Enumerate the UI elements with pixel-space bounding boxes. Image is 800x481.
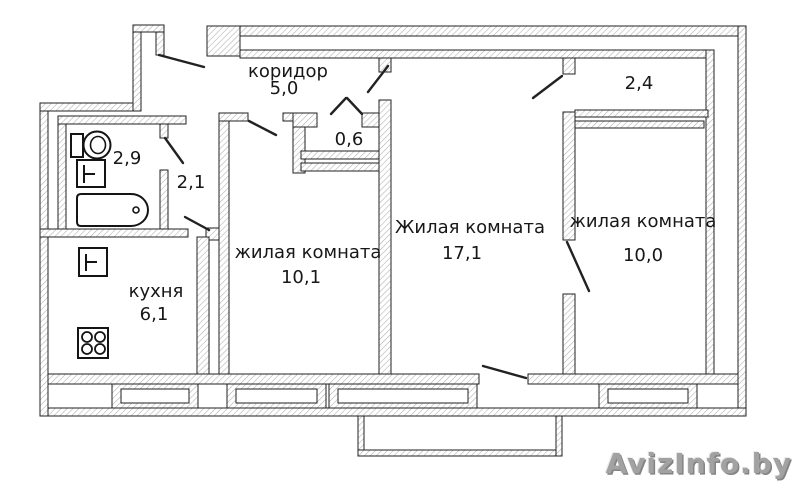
bathroom-sink-icon bbox=[76, 159, 106, 188]
bathroom-area: 2,9 bbox=[112, 148, 142, 169]
fixtures bbox=[70, 130, 149, 359]
stove-burner-2 bbox=[94, 331, 106, 343]
window-kitchen bbox=[120, 388, 190, 404]
watermark: AvizInfo.by bbox=[605, 447, 792, 480]
wall-entry-right bbox=[155, 31, 165, 56]
wall-kitchen-right bbox=[196, 236, 210, 378]
wall-box24-bottom-a bbox=[574, 109, 709, 118]
door-closet-right bbox=[345, 96, 364, 116]
toilet-tank bbox=[70, 133, 84, 158]
balcony-parapet-right bbox=[555, 415, 563, 457]
toilet-icon bbox=[70, 130, 112, 160]
kitchen-label: кухня bbox=[128, 281, 184, 302]
living-room-1-area: 10,1 bbox=[280, 267, 322, 288]
wall-box24-bottom-b bbox=[574, 120, 705, 129]
wall-closet-left-top bbox=[292, 112, 318, 128]
wall-kitchen-top bbox=[39, 228, 189, 238]
wall-bottom bbox=[39, 407, 747, 417]
kitchen-sink-icon bbox=[78, 247, 108, 277]
door-living1 bbox=[247, 119, 278, 137]
wall-bath-right bbox=[159, 169, 169, 231]
living-room-2-area: 17,1 bbox=[441, 243, 483, 264]
living-room-3-label: жилая комната bbox=[569, 211, 717, 232]
corridor-area: 5,0 bbox=[269, 78, 299, 99]
balcony-parapet-bottom bbox=[357, 449, 563, 457]
window-living3 bbox=[607, 388, 689, 404]
wall-bath-right-stub bbox=[159, 123, 169, 139]
hall-area: 2,1 bbox=[176, 172, 206, 193]
windows bbox=[120, 388, 689, 404]
stove-burner-1 bbox=[81, 331, 93, 343]
living-room-3-area: 10,0 bbox=[622, 245, 664, 266]
wall-right-outer bbox=[737, 25, 747, 417]
wall-living1-left bbox=[218, 112, 230, 378]
wall-closet-left bbox=[292, 126, 306, 174]
wall-bath-top-outer bbox=[39, 102, 139, 112]
window-living2 bbox=[337, 388, 469, 404]
doors bbox=[157, 53, 591, 380]
bathtub-drain bbox=[132, 206, 140, 214]
wall-entry-left bbox=[132, 24, 142, 112]
bathtub-outline bbox=[76, 193, 149, 227]
living-room-1-label: жилая комната bbox=[234, 242, 382, 263]
living-room-2-label: Жилая комната bbox=[395, 217, 545, 238]
wall-divider1-stub bbox=[378, 57, 392, 73]
wall-living1-top-c bbox=[300, 162, 382, 172]
window-living1 bbox=[235, 388, 318, 404]
door-bathroom bbox=[163, 136, 185, 165]
wall-divider2-mid bbox=[562, 111, 576, 241]
wall-bottom-right-seg bbox=[527, 373, 739, 385]
storage-box-area: 2,4 bbox=[624, 73, 654, 94]
wall-bath-top-inner bbox=[57, 115, 187, 125]
door-storage-box bbox=[531, 74, 564, 100]
stove-burner-4 bbox=[94, 343, 106, 355]
door-closet-left bbox=[329, 96, 348, 116]
wall-top-outer bbox=[239, 25, 747, 37]
wall-closet-bottom bbox=[300, 150, 382, 160]
wall-divider2-stub bbox=[562, 57, 576, 75]
door-living2 bbox=[366, 64, 390, 94]
wall-entry-cap bbox=[132, 24, 165, 33]
door-balcony bbox=[481, 364, 528, 380]
wall-divider1-main bbox=[378, 99, 392, 378]
door-living3 bbox=[565, 240, 591, 293]
door-entry bbox=[157, 53, 206, 69]
stove-burner-3 bbox=[81, 343, 93, 355]
wall-living1-top-a bbox=[218, 112, 249, 122]
wall-divider2-lower bbox=[562, 293, 576, 378]
wall-bottom-left-seg bbox=[47, 373, 480, 385]
wall-closet-top-right bbox=[361, 112, 382, 128]
door-kitchen bbox=[183, 215, 211, 232]
wall-top-inner bbox=[239, 49, 715, 59]
stove-icon bbox=[77, 327, 109, 359]
closet-area: 0,6 bbox=[334, 129, 364, 150]
wall-bath-left-inner bbox=[57, 117, 67, 231]
wall-top-left-block bbox=[206, 25, 241, 57]
wall-left-outer bbox=[39, 102, 49, 417]
bathtub-icon bbox=[76, 193, 149, 227]
kitchen-area: 6,1 bbox=[139, 304, 169, 325]
corridor-label: коридор bbox=[248, 61, 328, 82]
toilet-bowl-inner bbox=[89, 135, 107, 155]
